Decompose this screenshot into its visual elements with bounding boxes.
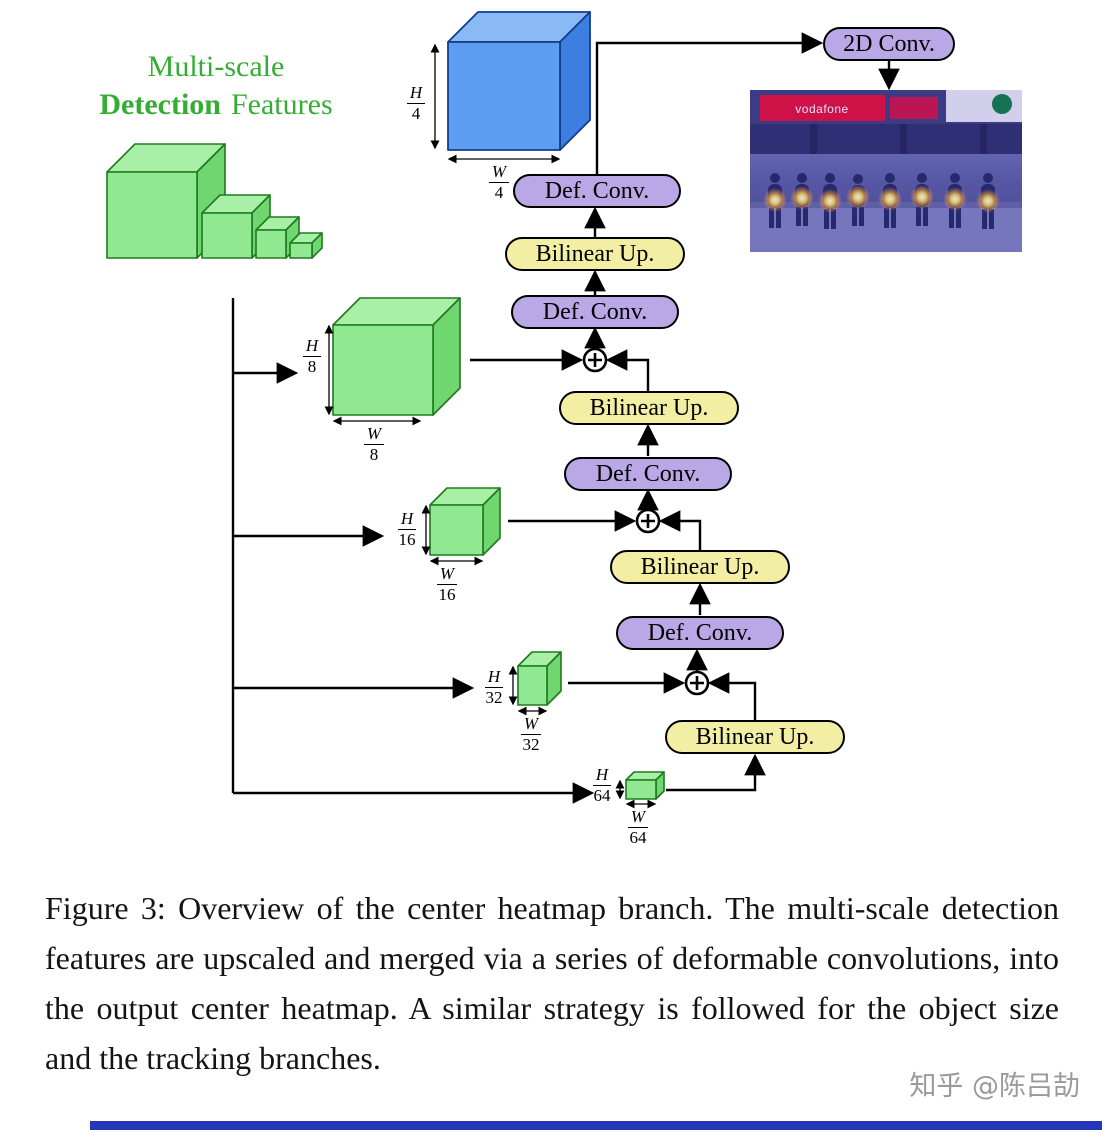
watermark: 知乎 @陈吕劼 xyxy=(909,1071,1080,1102)
feature-cube-medium xyxy=(201,194,271,259)
vodafone-sign-text: vodafone xyxy=(795,102,848,116)
bilinear-up-box-3: Bilinear Up. xyxy=(610,550,790,584)
fraction-numerator: H xyxy=(302,336,322,357)
def-conv-box-3: Def. Conv. xyxy=(564,457,732,491)
fraction-numerator: W xyxy=(488,162,510,183)
scale-cube-h32 xyxy=(517,651,562,706)
title-line2-rest: Features xyxy=(230,87,333,121)
fraction-numerator: H xyxy=(592,765,612,786)
label-h16: H 16 xyxy=(389,509,425,549)
label-w16: W 16 xyxy=(427,564,467,604)
label-w4: W 4 xyxy=(481,162,517,202)
red-sign xyxy=(890,97,938,119)
shop-windows xyxy=(750,124,1022,154)
label-w8: W 8 xyxy=(356,424,392,464)
fraction-numerator: W xyxy=(520,714,542,735)
green-logo xyxy=(992,94,1012,114)
fraction-denominator: 32 xyxy=(485,687,503,707)
fraction-numerator: H xyxy=(406,83,426,104)
bottom-strip xyxy=(90,1121,1102,1130)
scale-cube-h8 xyxy=(332,297,461,416)
scale-cube-h16 xyxy=(429,487,501,556)
def-conv-box-1: Def. Conv. xyxy=(513,174,681,208)
bilinear-up-box-2: Bilinear Up. xyxy=(559,391,739,425)
def-conv-box-4: Def. Conv. xyxy=(616,616,784,650)
merge-node-h16 xyxy=(635,508,661,534)
output-heatmap-cube xyxy=(447,11,591,151)
conv2d-box: 2D Conv. xyxy=(823,27,955,61)
fraction-denominator: 16 xyxy=(398,529,416,549)
feature-cube-tiny xyxy=(289,232,323,259)
label-h8: H 8 xyxy=(296,336,328,376)
merge-node-h32 xyxy=(684,670,710,696)
heatmap-result-photo: vodafone xyxy=(750,90,1022,252)
title-line1: Multi-scale xyxy=(147,50,285,83)
label-w32: W 32 xyxy=(511,714,551,754)
fraction-numerator: H xyxy=(484,667,504,688)
fraction-denominator: 8 xyxy=(307,356,317,376)
figure-caption: Figure 3: Overview of the center heatmap… xyxy=(45,890,1059,1076)
multiscale-features-title: Multi-scale Detection Features xyxy=(70,48,362,123)
fraction-denominator: 4 xyxy=(411,103,421,123)
fraction-denominator: 64 xyxy=(593,785,611,805)
fraction-denominator: 32 xyxy=(522,734,540,754)
label-w64: W 64 xyxy=(618,807,658,847)
fraction-denominator: 8 xyxy=(369,444,379,464)
measure-arrows xyxy=(324,43,657,809)
fraction-denominator: 16 xyxy=(438,584,456,604)
label-h32: H 32 xyxy=(476,667,512,707)
title-line2-bold: Detection xyxy=(99,87,221,121)
def-conv-box-2: Def. Conv. xyxy=(511,295,679,329)
merge-nodes xyxy=(582,347,710,696)
fraction-denominator: 4 xyxy=(494,182,504,202)
photo-canvas: vodafone xyxy=(750,90,1022,252)
merge-node-h8 xyxy=(582,347,608,373)
fraction-numerator: W xyxy=(436,564,458,585)
flow-arrows xyxy=(231,32,900,804)
label-h4: H 4 xyxy=(399,83,433,123)
center-heatmap-spots xyxy=(763,185,1000,213)
fraction-denominator: 64 xyxy=(629,827,647,847)
scale-cube-h64 xyxy=(625,771,665,800)
vodafone-sign xyxy=(760,95,885,121)
multiscale-feature-cubes xyxy=(106,143,323,259)
fraction-numerator: W xyxy=(627,807,649,828)
fraction-numerator: H xyxy=(397,509,417,530)
bilinear-up-box-4: Bilinear Up. xyxy=(665,720,845,754)
fraction-numerator: W xyxy=(363,424,385,445)
bilinear-up-box-1: Bilinear Up. xyxy=(505,237,685,271)
label-h64: H 64 xyxy=(584,765,620,805)
